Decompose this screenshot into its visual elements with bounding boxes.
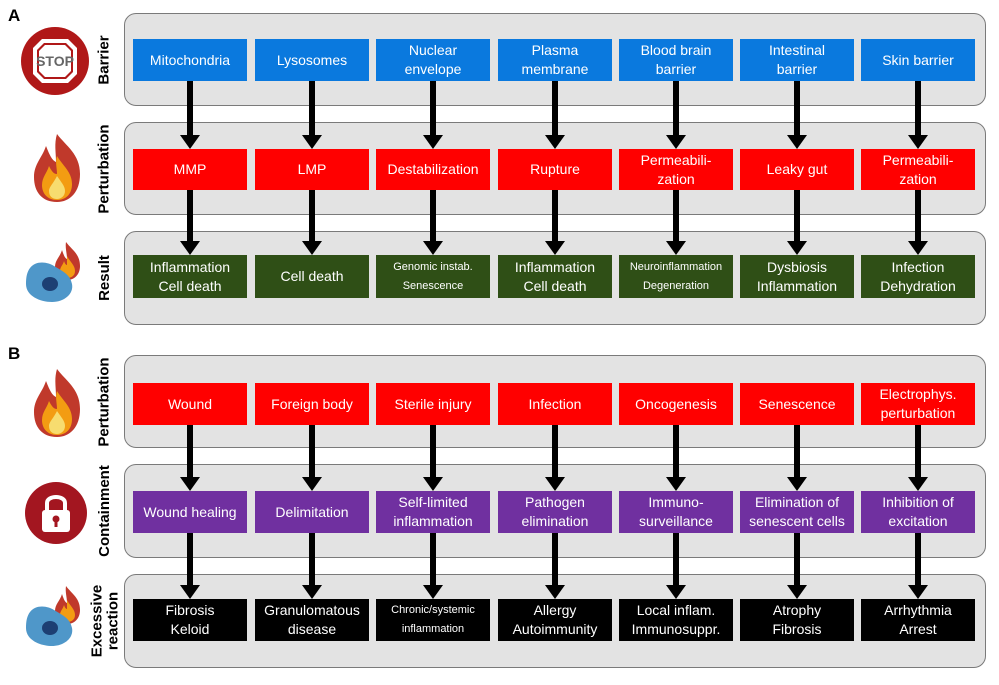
box-containment-wound-healing: Wound healing — [133, 491, 247, 533]
box-perturbation-infection: Infection — [498, 383, 612, 425]
box-perturbation-rupture: Rupture — [498, 149, 612, 190]
box-excessive-reaction-granulomatous-disease: Granulomatous disease — [255, 599, 369, 641]
box-excessive-reaction-atrophy-fibrosis: Atrophy Fibrosis — [740, 599, 854, 641]
stop-sign-lettering: STOP — [36, 53, 74, 69]
arrow-down-icon — [908, 425, 928, 491]
box-containment-elimination-of-senescent-cells: Elimination of senescent cells — [740, 491, 854, 533]
arrow-down-icon — [787, 190, 807, 255]
box-containment-self-limited-inflammation: Self-limited inflammation — [376, 491, 490, 533]
burning-cell-icon — [26, 586, 80, 646]
arrow-down-icon — [423, 425, 443, 491]
box-excessive-reaction-local-inflam-immunosuppr: Local inflam. Immunosuppr. — [619, 599, 733, 641]
box-barrier-intestinal-barrier: Intestinal barrier — [740, 39, 854, 81]
box-result-genomic-instab-senescence: Genomic instab. Senescence — [376, 255, 490, 298]
box-barrier-blood-brain-barrier: Blood brain barrier — [619, 39, 733, 81]
arrow-down-icon — [666, 190, 686, 255]
row-label-excessive-reaction: Excessive reaction — [88, 584, 122, 658]
box-result-neuroinflammation-degeneration: Neuroinflammation Degeneration — [619, 255, 733, 298]
box-perturbation-leaky-gut: Leaky gut — [740, 149, 854, 190]
box-excessive-reaction-fibrosis-keloid: Fibrosis Keloid — [133, 599, 247, 641]
arrow-down-icon — [787, 425, 807, 491]
row-label-result: Result — [96, 255, 113, 301]
box-perturbation-oncogenesis: Oncogenesis — [619, 383, 733, 425]
box-excessive-reaction-arrhythmia-arrest: Arrhythmia Arrest — [861, 599, 975, 641]
row-label-perturbation-b: Perturbation — [96, 356, 113, 447]
arrow-down-icon — [423, 533, 443, 599]
box-containment-immuno-surveillance: Immuno- surveillance — [619, 491, 733, 533]
box-result-dysbiosis-inflammation: Dysbiosis Inflammation — [740, 255, 854, 298]
box-excessive-reaction-allergy-autoimmunity: Allergy Autoimmunity — [498, 599, 612, 641]
box-excessive-reaction-chronic-systemic-inflammation: Chronic/systemic inflammation — [376, 599, 490, 641]
flame-icon — [34, 134, 80, 202]
arrow-down-icon — [302, 533, 322, 599]
box-containment-inhibition-of-excitation: Inhibition of excitation — [861, 491, 975, 533]
box-perturbation-senescence: Senescence — [740, 383, 854, 425]
box-perturbation-permeabili-zation: Permeabili- zation — [619, 149, 733, 190]
arrow-down-icon — [302, 81, 322, 149]
box-result-infection-dehydration: Infection Dehydration — [861, 255, 975, 298]
box-perturbation-sterile-injury: Sterile injury — [376, 383, 490, 425]
arrow-down-icon — [180, 190, 200, 255]
row-label-perturbation-a: Perturbation — [96, 123, 113, 214]
arrow-down-icon — [666, 533, 686, 599]
box-perturbation-foreign-body: Foreign body — [255, 383, 369, 425]
arrow-down-icon — [787, 81, 807, 149]
box-result-inflammation-cell-death: Inflammation Cell death — [498, 255, 612, 298]
stop-sign-icon: STOP — [21, 27, 89, 95]
box-barrier-mitochondria: Mitochondria — [133, 39, 247, 81]
arrow-down-icon — [666, 425, 686, 491]
arrow-down-icon — [666, 81, 686, 149]
box-perturbation-electrophys-perturbation: Electrophys. perturbation — [861, 383, 975, 425]
arrow-down-icon — [302, 190, 322, 255]
box-perturbation-wound: Wound — [133, 383, 247, 425]
panel-letter-a: A — [8, 6, 21, 25]
arrow-down-icon — [908, 533, 928, 599]
arrow-down-icon — [423, 190, 443, 255]
padlock-icon — [25, 482, 87, 544]
box-result-inflammation-cell-death: Inflammation Cell death — [133, 255, 247, 298]
burning-cell-icon — [26, 242, 80, 302]
arrow-down-icon — [180, 425, 200, 491]
arrow-down-icon — [423, 81, 443, 149]
box-perturbation-lmp: LMP — [255, 149, 369, 190]
arrow-down-icon — [908, 190, 928, 255]
svg-text:STOP: STOP — [36, 53, 74, 69]
box-barrier-lysosomes: Lysosomes — [255, 39, 369, 81]
box-containment-pathogen-elimination: Pathogen elimination — [498, 491, 612, 533]
box-perturbation-permeabili-zation: Permeabili- zation — [861, 149, 975, 190]
box-containment-delimitation: Delimitation — [255, 491, 369, 533]
arrow-down-icon — [545, 190, 565, 255]
box-barrier-plasma-membrane: Plasma membrane — [498, 39, 612, 81]
box-perturbation-mmp: MMP — [133, 149, 247, 190]
arrow-down-icon — [180, 81, 200, 149]
arrow-down-icon — [545, 425, 565, 491]
box-perturbation-destabilization: Destabilization — [376, 149, 490, 190]
arrow-down-icon — [787, 533, 807, 599]
arrow-down-icon — [545, 533, 565, 599]
box-barrier-nuclear-envelope: Nuclear envelope — [376, 39, 490, 81]
arrow-down-icon — [302, 425, 322, 491]
arrow-down-icon — [180, 533, 200, 599]
box-barrier-skin-barrier: Skin barrier — [861, 39, 975, 81]
row-label-barrier: Barrier — [96, 34, 114, 85]
box-result-cell-death: Cell death — [255, 255, 369, 298]
arrow-down-icon — [908, 81, 928, 149]
panel-letter-b: B — [8, 344, 21, 363]
arrow-down-icon — [545, 81, 565, 149]
row-label-containment: Containment — [96, 465, 114, 557]
flame-icon — [34, 369, 80, 437]
